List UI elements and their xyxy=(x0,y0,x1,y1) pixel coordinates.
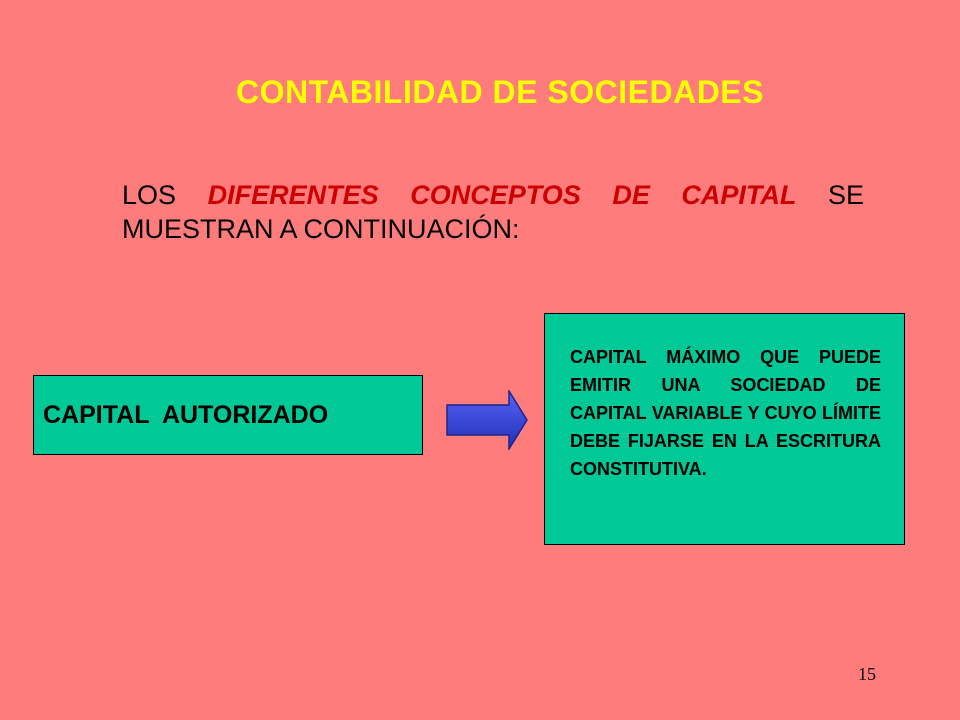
term-label: CAPITAL AUTORIZADO xyxy=(43,400,329,429)
right-arrow-icon xyxy=(446,390,528,450)
intro-text: LOS DIFERENTES CONCEPTOS DE CAPITAL SE M… xyxy=(122,178,864,246)
page-number: 15 xyxy=(858,664,876,684)
intro-before: LOS xyxy=(122,180,208,210)
term-box: CAPITAL AUTORIZADO xyxy=(33,375,423,455)
slide-title: CONTABILIDAD DE SOCIEDADES xyxy=(236,74,764,110)
intro-emphasis: DIFERENTES CONCEPTOS DE CAPITAL xyxy=(207,180,797,210)
intro-after: SE MUESTRAN A CONTINUACIÓN: xyxy=(122,180,864,244)
definition-box: CAPITAL MÁXIMO QUE PUEDE EMITIR UNA SOCI… xyxy=(544,313,905,545)
definition-text: CAPITAL MÁXIMO QUE PUEDE EMITIR UNA SOCI… xyxy=(570,347,881,479)
